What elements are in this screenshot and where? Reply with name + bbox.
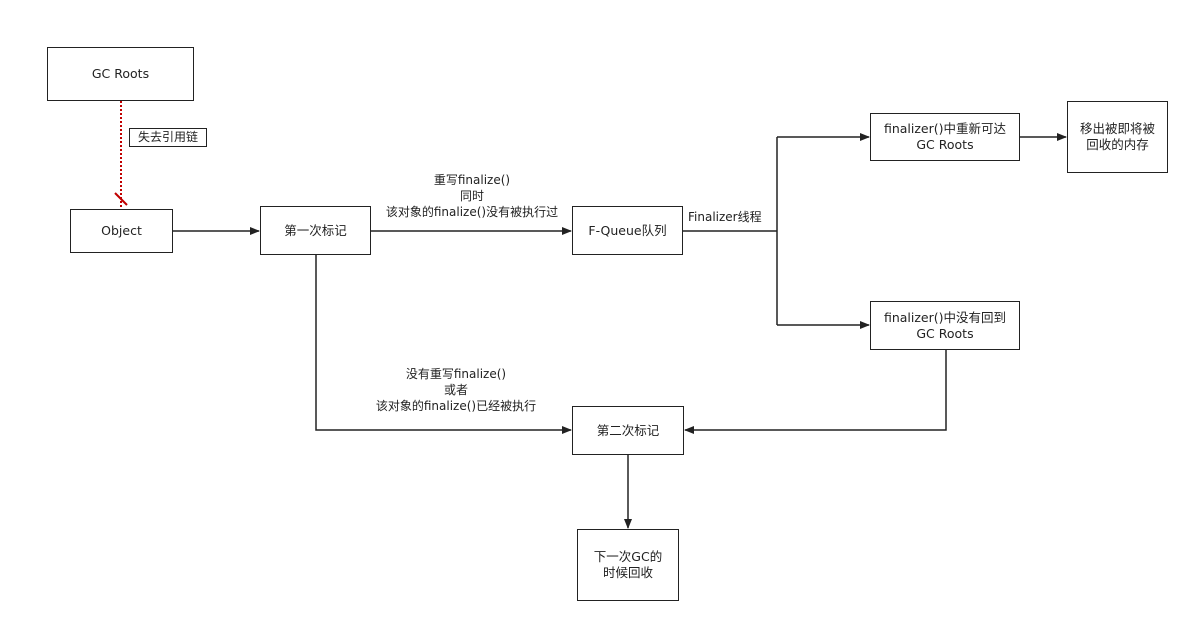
reach-gc-roots-node: finalizer()中重新可达 GC Roots	[870, 113, 1020, 161]
gc-roots-node: GC Roots	[47, 47, 194, 101]
broken-link-mark	[114, 192, 128, 206]
not-overridden-condition-label: 没有重写finalize() 或者 该对象的finalize()已经被执行	[375, 367, 537, 413]
object-node: Object	[70, 209, 173, 253]
second-mark-node: 第二次标记	[572, 406, 684, 455]
finalizer-thread-label: Finalizer线程	[688, 210, 762, 224]
lost-reference-label: 失去引用链	[129, 128, 208, 147]
edge-first-mark-to-second-mark	[315, 255, 572, 434]
next-gc-node: 下一次GC的 时候回收	[577, 529, 679, 601]
remove-memory-node: 移出被即将被 回收的内存	[1067, 101, 1168, 173]
first-mark-node: 第一次标记	[260, 206, 371, 255]
fqueue-node: F-Queue队列	[572, 206, 683, 255]
not-reach-gc-roots-node: finalizer()中没有回到 GC Roots	[870, 301, 1020, 350]
edge-not-reach-to-second-mark	[684, 349, 947, 434]
overridden-condition-label: 重写finalize() 同时 该对象的finalize()没有被执行过	[385, 173, 559, 219]
